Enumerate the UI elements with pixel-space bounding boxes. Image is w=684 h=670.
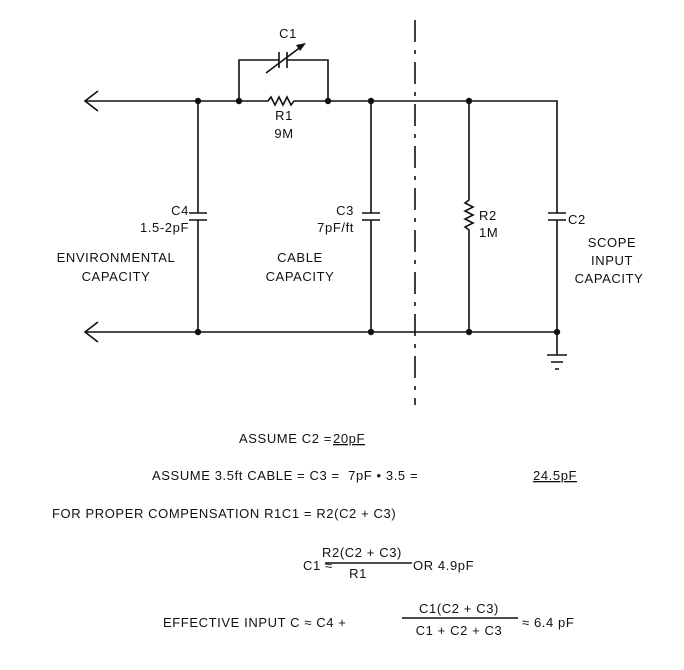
eq4-lhs: C1 ≈ (303, 558, 333, 573)
c3-capacitor-icon (362, 101, 380, 332)
eq5-rhs: ≈ 6.4 pF (522, 615, 574, 630)
eq1-underlined: 20pF (333, 431, 365, 446)
input-arrow-icon (83, 90, 99, 112)
c2-caption-line3: CAPACITY (575, 271, 644, 286)
r2-value: 1M (479, 225, 498, 240)
eq2-text: ASSUME 3.5ft CABLE = C3 = 7pF • 3.5 = (152, 468, 422, 483)
c1-variable-capacitor-icon (238, 43, 329, 101)
equation-3: FOR PROPER COMPENSATION R1C1 = R2(C2 + C… (52, 506, 396, 521)
eq4-numerator: R2(C2 + C3) (322, 545, 402, 560)
eq5-numerator: C1(C2 + C3) (419, 601, 499, 616)
ground-icon (547, 332, 567, 370)
c2-label: C2 (568, 212, 586, 227)
r1-resistor-icon (239, 95, 328, 107)
bottom-wire (83, 321, 557, 343)
c4-capacitor-icon (189, 101, 207, 332)
eq1-text: ASSUME C2 = (239, 431, 332, 446)
ground-return-arrow-icon (83, 321, 99, 343)
equation-4: C1 ≈ R2(C2 + C3) R1 OR 4.9pF (303, 545, 474, 581)
c4-label: C4 (171, 203, 189, 218)
c2-capacitor-icon (548, 212, 566, 332)
equation-2: ASSUME 3.5ft CABLE = C3 = 7pF • 3.5 = 24… (152, 468, 577, 483)
r2-label: R2 (479, 208, 497, 223)
c2-caption-line1: SCOPE (588, 235, 637, 250)
c4-value: 1.5-2pF (140, 220, 189, 235)
eq2-underlined: 24.5pF (533, 468, 577, 483)
c2-caption-line2: INPUT (591, 253, 633, 268)
c1-label: C1 (279, 26, 297, 41)
eq4-rhs: OR 4.9pF (413, 558, 474, 573)
equation-5: EFFECTIVE INPUT C ≈ C4 + C1(C2 + C3) C1 … (163, 601, 574, 638)
r1-label: R1 (275, 108, 293, 123)
top-wire (83, 90, 558, 212)
c3-label: C3 (336, 203, 354, 218)
c4-caption-line1: ENVIRONMENTAL (57, 250, 176, 265)
eq5-lhs: EFFECTIVE INPUT C ≈ C4 + (163, 615, 346, 630)
c3-caption-line1: CABLE (277, 250, 323, 265)
eq4-denominator: R1 (349, 566, 367, 581)
c4-caption-line2: CAPACITY (82, 269, 151, 284)
c3-caption-line2: CAPACITY (266, 269, 335, 284)
junction-dots (194, 97, 561, 336)
equation-1: ASSUME C2 = 20pF (239, 431, 365, 446)
r2-resistor-icon (463, 101, 475, 332)
eq5-denominator: C1 + C2 + C3 (416, 623, 503, 638)
r1-value: 9M (274, 126, 293, 141)
c3-value: 7pF/ft (317, 220, 354, 235)
